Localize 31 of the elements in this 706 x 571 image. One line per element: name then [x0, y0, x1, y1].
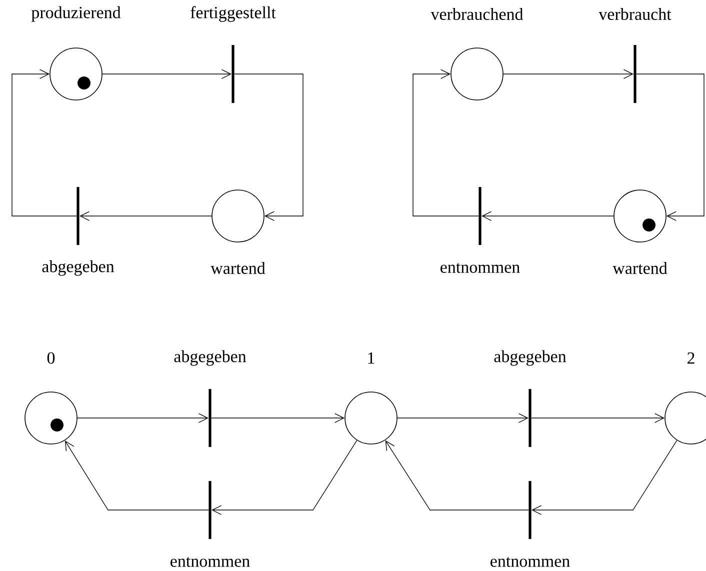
arc-arrow: [532, 440, 678, 515]
node-label: verbrauchend: [430, 8, 524, 20]
arc-arrow: [234, 74, 304, 221]
arc-arrow: [636, 74, 704, 221]
node-label: abgegeben: [174, 350, 246, 366]
arc-arrow: [482, 211, 614, 221]
arc-arrow: [412, 69, 479, 216]
node-label: 1: [368, 352, 374, 364]
arc-arrow: [397, 413, 528, 423]
node-label: entnommen: [490, 557, 570, 567]
node-label: wartend: [210, 262, 266, 274]
node-label: produzierend: [31, 6, 121, 22]
node-label: entnommen: [440, 263, 520, 273]
arc-arrow: [102, 69, 232, 79]
node-label: 2: [688, 352, 694, 364]
node-label: abgegeben: [42, 260, 114, 276]
node-label: fertiggestellt: [190, 6, 276, 22]
arc-arrow: [211, 413, 345, 423]
arc-arrow: [531, 413, 665, 423]
arc-arrow: [64, 440, 209, 510]
arc-arrow: [80, 211, 212, 221]
node-label: entnommen: [170, 557, 250, 567]
node-label: 0: [47, 352, 55, 364]
node-label: wartend: [612, 262, 668, 274]
arc-arrow: [12, 69, 77, 216]
node-label: verbraucht: [598, 8, 672, 20]
arc-arrow: [503, 69, 634, 79]
arc-arrow: [77, 413, 208, 423]
arc-arrow: [385, 440, 529, 510]
arc-arrow: [212, 440, 358, 515]
node-label: abgegeben: [494, 350, 566, 366]
